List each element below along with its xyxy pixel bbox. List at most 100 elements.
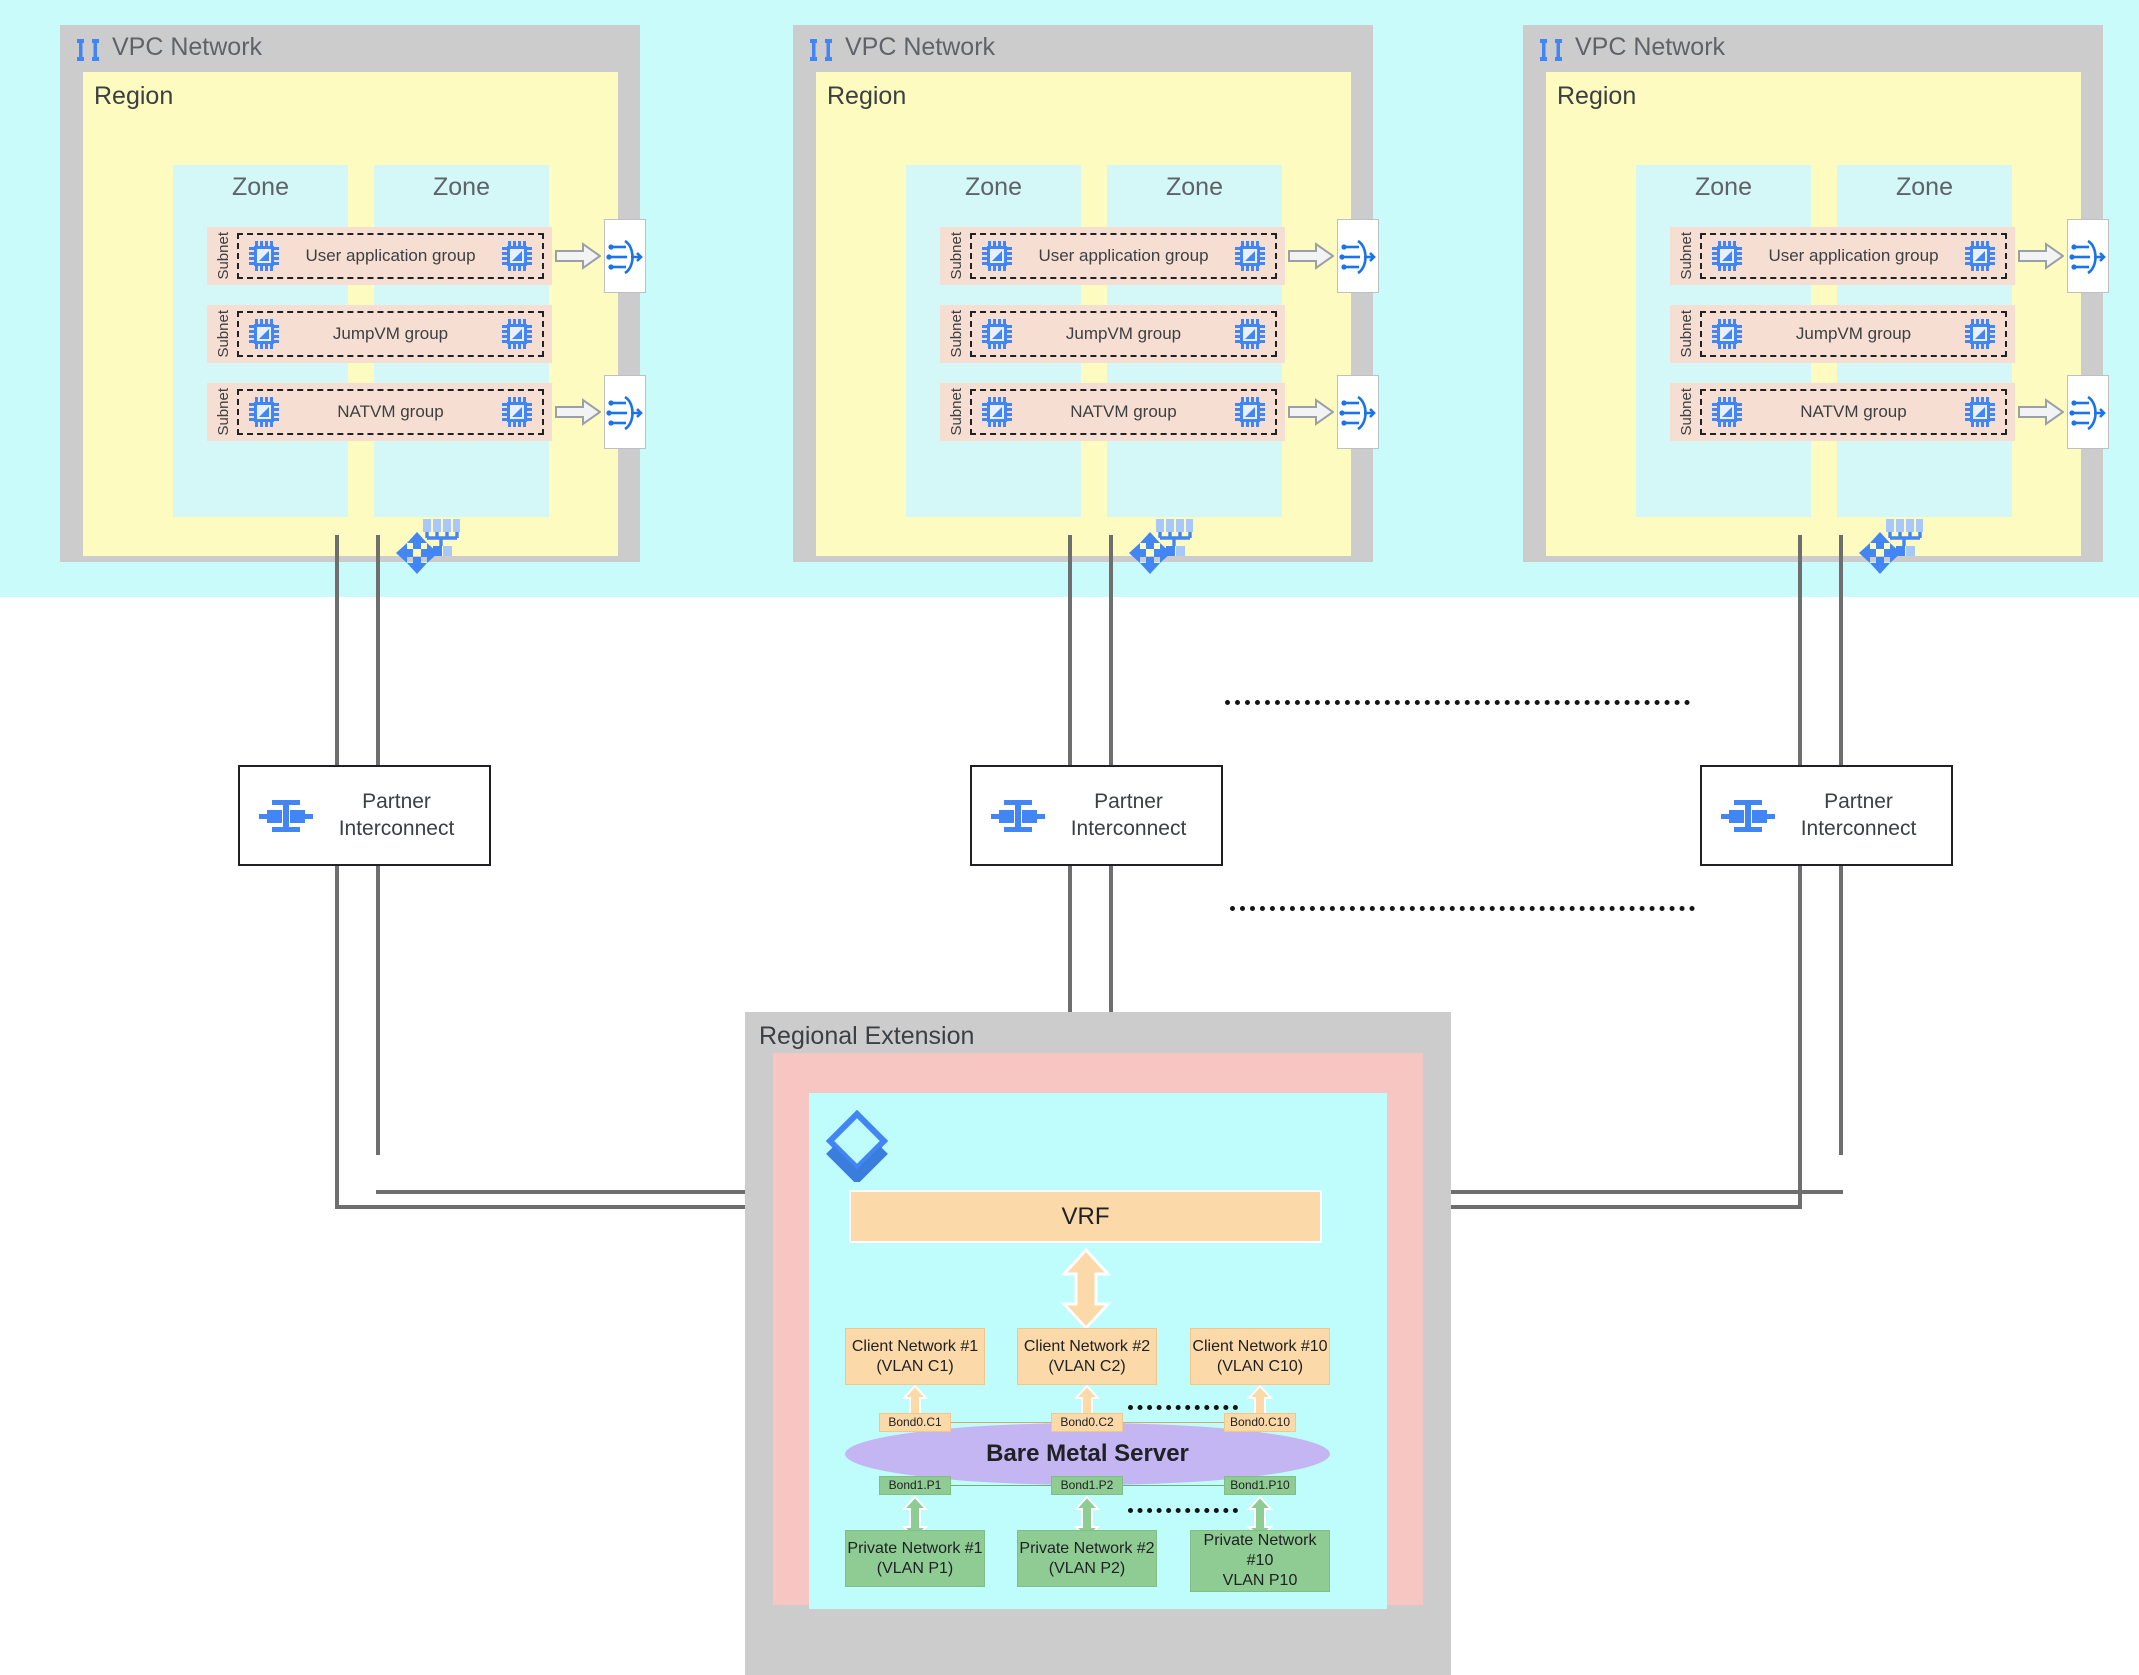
vpc-network-card[interactable]: VPC Network Region Zone Zone Subnet [60, 25, 646, 574]
instance-group-box[interactable]: NATVM group [1700, 389, 2007, 435]
private-network-box[interactable]: Private Network #10 VLAN P10 [1190, 1530, 1330, 1592]
subnet-to-nat-arrow [2018, 398, 2064, 426]
bond-rule-private [1123, 1485, 1224, 1486]
cloud-router-icon[interactable] [395, 531, 439, 580]
subnet-hierarchy-icon [1882, 519, 1926, 564]
dotted-separator-bottom [1230, 906, 1695, 911]
conn-vpc1-pi-b [376, 535, 380, 765]
subnet-to-nat-arrow [1288, 242, 1334, 270]
private-ellipsis-dots [1128, 1508, 1238, 1513]
instance-group-box[interactable]: NATVM group [970, 389, 1277, 435]
instance-group-box[interactable]: User application group [237, 233, 544, 279]
instance-group-label: NATVM group [1800, 402, 1907, 421]
instance-group-box[interactable]: User application group [970, 233, 1277, 279]
instance-group-label: JumpVM group [332, 324, 449, 343]
client-network-vlan: (VLAN C1) [876, 1357, 954, 1375]
subnet-box[interactable]: Subnet JumpVM group [207, 305, 552, 363]
subnet-hierarchy-icon [1152, 519, 1196, 564]
compute-instance-icon [502, 397, 532, 427]
bond-label-private: Bond1.P2 [1051, 1476, 1123, 1495]
regional-extension-title: Regional Extension [759, 1022, 975, 1050]
cloud-router-icon[interactable] [1858, 531, 1902, 580]
compute-instance-icon [502, 241, 532, 271]
subnet-hierarchy-icon [419, 519, 463, 564]
compute-instance-icon [982, 319, 1012, 349]
subnet-box[interactable]: Subnet JumpVM group [1670, 305, 2015, 363]
bond-label-client: Bond0.C2 [1051, 1413, 1123, 1432]
conn-vpc2-pi-b [1109, 535, 1113, 765]
region-box[interactable]: Region Zone Zone Subnet [83, 72, 646, 556]
client-ellipsis-dots [1128, 1405, 1238, 1410]
conn-pi1-right-a [335, 1205, 852, 1209]
bond-label-private: Bond1.P10 [1224, 1476, 1296, 1495]
subnet-box[interactable]: Subnet User application group [207, 227, 552, 285]
vpc-network-label: VPC Network [845, 33, 996, 61]
region-box[interactable]: Region Zone Zone Subnet [816, 72, 1379, 556]
cloud-nat-icon [605, 393, 645, 433]
instance-group-box[interactable]: JumpVM group [237, 311, 544, 357]
compute-instance-icon [249, 241, 279, 271]
instance-group-label: NATVM group [337, 402, 444, 421]
partner-interconnect-icon [990, 792, 1046, 840]
subnet-label: Subnet [215, 388, 232, 436]
subnet-box[interactable]: Subnet User application group [1670, 227, 2015, 285]
cloud-nat-box[interactable] [1337, 219, 1379, 293]
zone-label: Zone [433, 173, 490, 201]
cloud-nat-box[interactable] [604, 375, 646, 449]
private-network-vlan: (VLAN P1) [876, 1559, 954, 1577]
client-network-box[interactable]: Client Network #10 (VLAN C10) [1190, 1328, 1330, 1385]
client-network-vlan: (VLAN C10) [1216, 1357, 1304, 1375]
zone-label: Zone [1695, 173, 1752, 201]
vpc-network-card[interactable]: VPC Network Region Zone Zone Subnet [1523, 25, 2109, 574]
subnet-box[interactable]: Subnet NATVM group [1670, 383, 2015, 441]
region-label: Region [94, 82, 174, 110]
bond-label-client: Bond0.C1 [879, 1413, 951, 1432]
instance-group-label: User application group [1038, 246, 1209, 265]
instance-group-box[interactable]: JumpVM group [1700, 311, 2007, 357]
partner-interconnect-icon [1720, 792, 1776, 840]
instance-group-box[interactable]: JumpVM group [970, 311, 1277, 357]
private-network-vlan: (VLAN P2) [1048, 1559, 1126, 1577]
subnet-box[interactable]: Subnet NATVM group [207, 383, 552, 441]
cloud-router-icon[interactable] [1128, 531, 1172, 580]
compute-instance-icon [1965, 319, 1995, 349]
subnet-label: Subnet [948, 388, 965, 436]
conn-vpc2-pi-a [1068, 535, 1072, 765]
compute-instance-icon [1235, 397, 1265, 427]
cloud-nat-box[interactable] [604, 219, 646, 293]
private-network-box[interactable]: Private Network #2 (VLAN P2) [1017, 1530, 1157, 1587]
compute-instance-icon [1965, 241, 1995, 271]
cloud-nat-box[interactable] [1337, 375, 1379, 449]
compute-instance-icon [1712, 397, 1742, 427]
compute-instance-icon [1712, 319, 1742, 349]
vrf-box[interactable]: VRF [849, 1190, 1322, 1243]
region-box[interactable]: Region Zone Zone Subnet [1546, 72, 2109, 556]
instance-group-box[interactable]: User application group [1700, 233, 2007, 279]
client-network-box[interactable]: Client Network #2 (VLAN C2) [1017, 1328, 1157, 1385]
client-network-box[interactable]: Client Network #1 (VLAN C1) [845, 1328, 985, 1385]
subnet-box[interactable]: Subnet NATVM group [940, 383, 1285, 441]
subnet-box[interactable]: Subnet User application group [940, 227, 1285, 285]
bond-rule-client [951, 1422, 1051, 1423]
instance-group-box[interactable]: NATVM group [237, 389, 544, 435]
cloud-nat-box[interactable] [2067, 219, 2109, 293]
zone-label: Zone [1166, 173, 1223, 201]
instance-group-label: NATVM group [1070, 402, 1177, 421]
client-network-name: Client Network #2 [1023, 1337, 1151, 1355]
subnet-box[interactable]: Subnet JumpVM group [940, 305, 1285, 363]
client-network-name: Client Network #1 [851, 1337, 979, 1355]
vpc-network-card[interactable]: VPC Network Region Zone Zone Subnet [793, 25, 1379, 574]
vpc-network-icon [75, 37, 101, 63]
compute-instance-icon [1965, 397, 1995, 427]
subnet-to-nat-arrow [2018, 242, 2064, 270]
zone-label: Zone [1896, 173, 1953, 201]
cloud-nat-box[interactable] [2067, 375, 2109, 449]
bare-metal-server[interactable]: Bare Metal Server [845, 1423, 1330, 1485]
private-network-box[interactable]: Private Network #1 (VLAN P1) [845, 1530, 985, 1587]
subnet-to-nat-arrow [555, 398, 601, 426]
